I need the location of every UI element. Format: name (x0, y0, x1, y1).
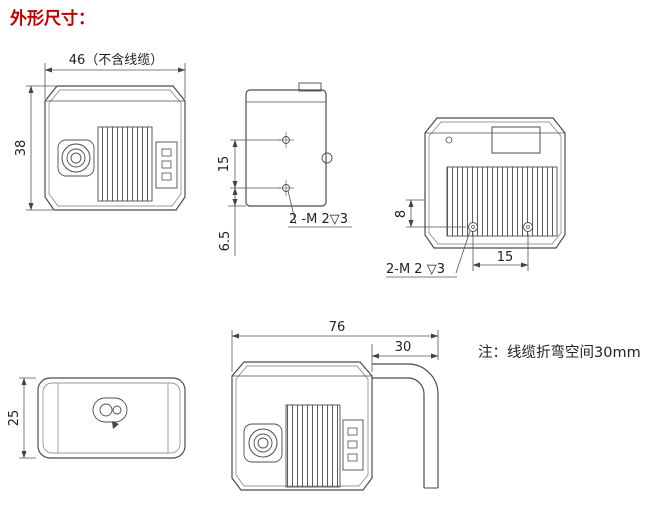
led-indicator-c (347, 453, 358, 462)
dim-front-height: 38 (14, 140, 29, 157)
connector-port (491, 126, 541, 154)
front-body-inner (48, 89, 182, 207)
lens-outer-circle-front (248, 428, 278, 458)
rear-view (424, 117, 566, 249)
lens-outer-circle (61, 143, 91, 173)
rear-body-inner (428, 121, 562, 245)
led-panel (155, 141, 178, 189)
lens-ring-front (253, 433, 273, 453)
vent-grille (97, 126, 153, 202)
lens-bezel (57, 139, 95, 177)
side-button (321, 152, 333, 164)
dim-overall-length: 76 (329, 320, 346, 335)
dim-side-hole-spacing: 15 (217, 156, 232, 173)
led-indicator-2 (161, 160, 172, 169)
rear-mounting-hole-right (523, 222, 533, 232)
front-body-outline (44, 85, 186, 211)
side-body-outline (245, 89, 327, 207)
beeper-hole-right (112, 405, 122, 415)
lens-inner-circle-front (257, 437, 269, 449)
led-indicator-a (347, 427, 358, 436)
lens-ring (66, 148, 86, 168)
led-indicator-1 (161, 148, 172, 157)
rear-vent-grille (446, 166, 558, 237)
cable-inner-edge (372, 377, 425, 488)
dim-rear-offset: 8 (394, 210, 409, 218)
rear-mounting-hole-left (468, 222, 478, 232)
top-dimension-lines (19, 377, 36, 459)
dim-cable-space: 30 (395, 340, 412, 355)
rear-hole-right-center (526, 225, 530, 229)
cable-dimension-lines (231, 330, 439, 372)
dim-top-depth: 25 (7, 410, 22, 427)
rear-hole-left-center (471, 225, 475, 229)
rear-indicator (445, 136, 453, 144)
top-body-outline (37, 377, 186, 459)
top-body-inner (42, 382, 181, 454)
rear-dimension-lines (386, 199, 529, 278)
rear-body-outline (424, 117, 566, 249)
top-view (37, 377, 186, 459)
side-view (245, 82, 333, 207)
front-view (44, 85, 186, 211)
led-indicator-b (347, 440, 358, 449)
cable-bend-note: 注：线缆折弯空间30mm (478, 344, 641, 361)
dim-front-width: 46（不含线缆） (69, 52, 164, 68)
front-dimension-lines (26, 63, 186, 211)
cable-side-view (231, 361, 439, 491)
beeper-housing (92, 397, 128, 423)
side-dimension-lines (228, 139, 352, 256)
label-side-thread: 2 -M 2▽3 (289, 212, 348, 227)
cable-outer-edge (372, 363, 439, 488)
dim-rear-hole-spacing: 15 (497, 250, 514, 265)
lens-inner-circle (70, 152, 82, 164)
cable-body-outline (231, 361, 373, 491)
lens-bezel-front (243, 423, 283, 463)
orientation-mark (112, 421, 119, 429)
label-rear-thread: 2-M 2 ▽3 (386, 262, 445, 277)
page-title: 外形尺寸： (10, 8, 95, 29)
beeper-hole-left (99, 403, 113, 417)
vent-grille-front (285, 404, 341, 488)
dim-side-offset: 6.5 (218, 231, 233, 252)
cable-body-inner (235, 365, 369, 487)
side-top-tab (298, 82, 322, 92)
led-panel-front (342, 419, 364, 471)
led-indicator-3 (161, 172, 172, 181)
